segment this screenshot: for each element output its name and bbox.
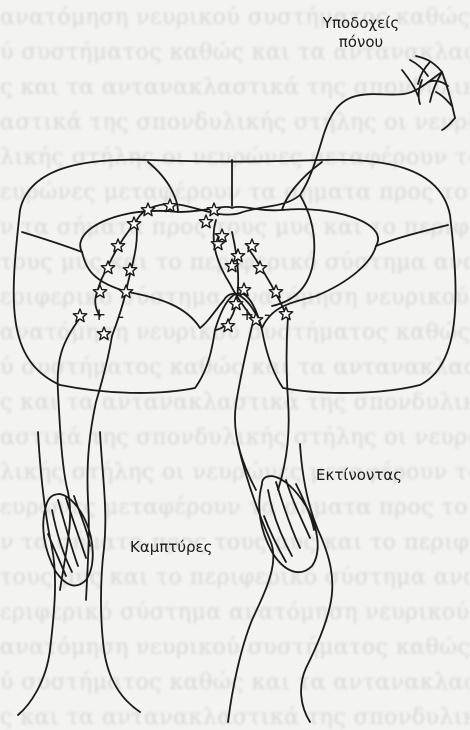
synapse-star-icon bbox=[97, 327, 110, 340]
synapse-sign-right-minus: - bbox=[264, 305, 270, 325]
synapse-sign-left-plus: + bbox=[92, 305, 106, 325]
left-lateral-septum bbox=[22, 232, 82, 252]
sensory-fiber bbox=[136, 72, 442, 222]
interneuron-chain-left-inner bbox=[112, 222, 137, 336]
motor-fiber-left-outer bbox=[58, 318, 80, 590]
synapse-star-icon bbox=[245, 239, 258, 252]
synapse-sign-right-plus: + bbox=[240, 305, 254, 325]
synapse-star-icon bbox=[253, 261, 266, 274]
synapse-star-icon bbox=[141, 203, 154, 216]
spinal-cord-outline bbox=[14, 160, 456, 393]
motor-fiber-right-inner bbox=[278, 316, 289, 490]
pain-receptors-label-line2: πόνου bbox=[306, 33, 416, 52]
synapse-star-icon bbox=[119, 285, 132, 298]
synapse-star-icon bbox=[279, 307, 292, 320]
left-leg bbox=[18, 432, 140, 715]
synapse-star-icon bbox=[163, 199, 176, 212]
synapse-star-icon bbox=[269, 285, 282, 298]
motor-fiber-right-outer bbox=[235, 326, 256, 490]
synapse-star-icon bbox=[127, 217, 140, 230]
synapse-star-icon bbox=[73, 309, 86, 322]
extensors-label: Εκτίνοντας bbox=[316, 466, 402, 485]
synapse-star-icon bbox=[231, 249, 244, 262]
flexors-label: Καμπτύρες bbox=[130, 538, 212, 557]
pain-receptors-label-line1: Υποδοχείς bbox=[306, 14, 416, 33]
synapse-sign-left-minus: - bbox=[118, 307, 124, 327]
motor-fiber-left-inner bbox=[86, 336, 112, 600]
extensor-muscle-icon bbox=[259, 476, 317, 572]
right-lateral-septum bbox=[376, 225, 448, 246]
synapse-star-icon bbox=[101, 261, 114, 274]
synapse-star-icon bbox=[221, 319, 234, 332]
synapse-star-icon bbox=[199, 215, 212, 228]
pain-receptors-label: Υποδοχείς πόνου bbox=[306, 14, 416, 52]
synapse-star-icon bbox=[123, 263, 136, 276]
